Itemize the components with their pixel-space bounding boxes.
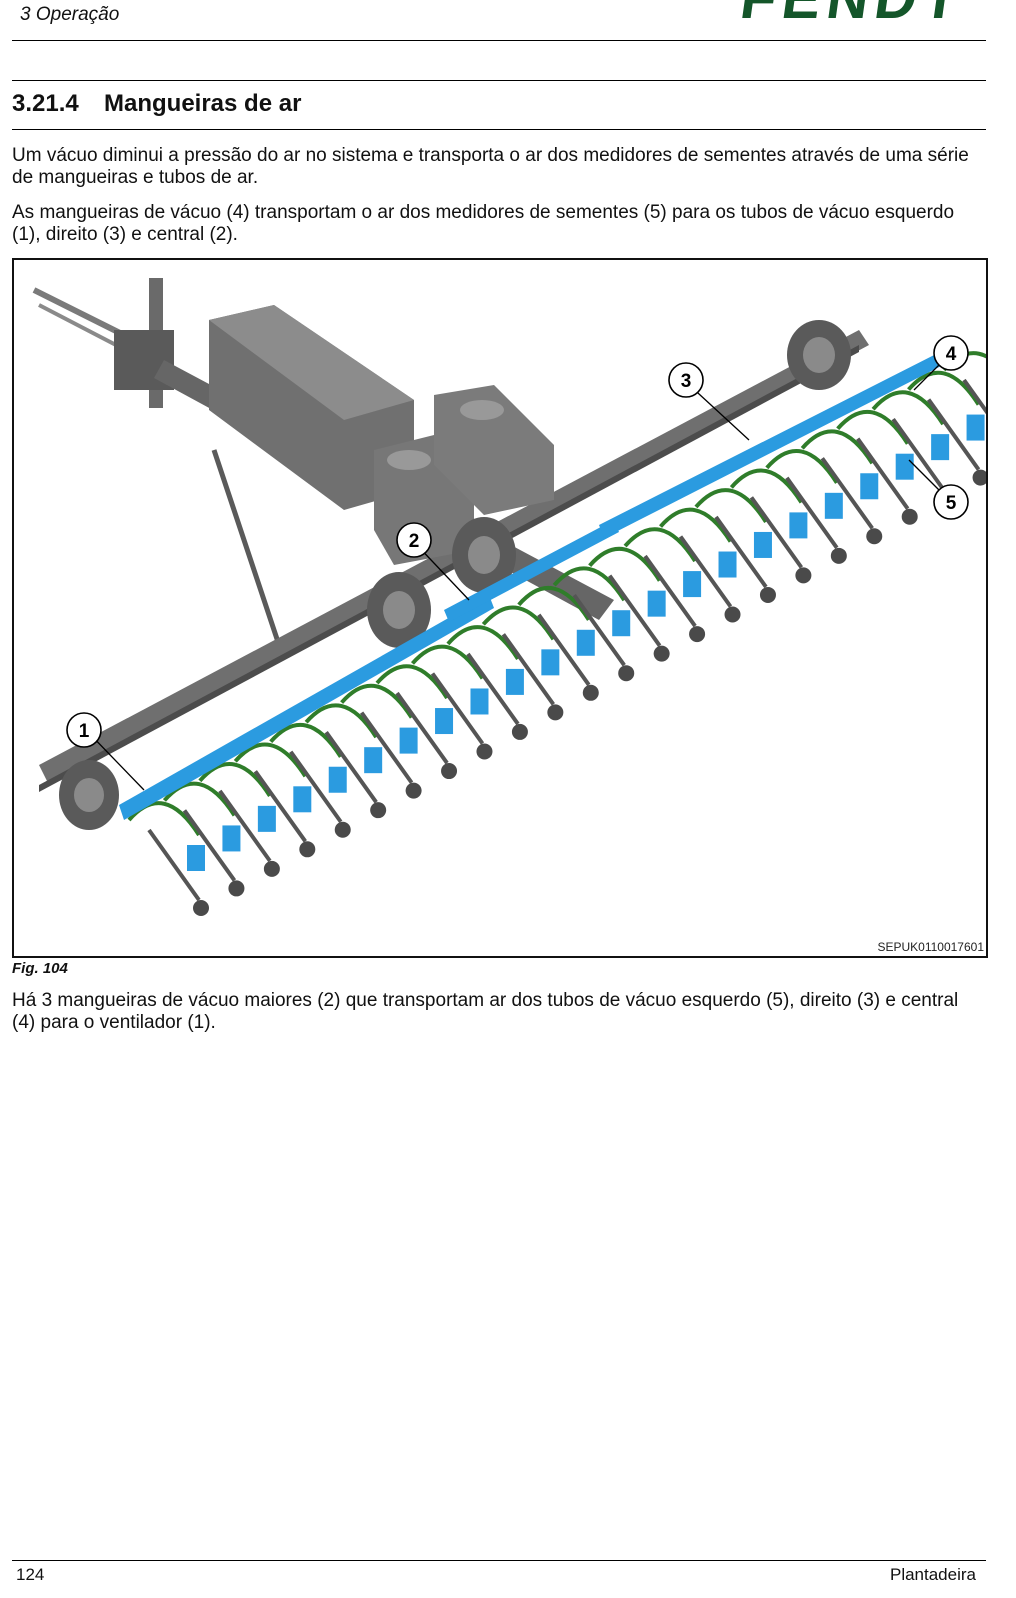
callout-3: 3 bbox=[668, 362, 704, 398]
vacuum-hose bbox=[552, 566, 626, 602]
vacuum-tubes bbox=[119, 350, 949, 820]
seed-meter bbox=[824, 492, 843, 519]
vacuum-hose bbox=[907, 370, 981, 406]
seed-meter bbox=[683, 571, 702, 598]
svg-text:2: 2 bbox=[409, 531, 420, 552]
vacuum-hose bbox=[871, 390, 945, 426]
seed-meter bbox=[895, 453, 914, 480]
row-unit bbox=[304, 703, 387, 819]
row-unit bbox=[446, 625, 528, 740]
row-unit bbox=[907, 370, 986, 486]
row-unit bbox=[623, 527, 706, 643]
figure-image-id: SEPUK0110017601 bbox=[877, 940, 984, 954]
row-unit bbox=[340, 683, 422, 799]
vacuum-hose bbox=[446, 625, 520, 660]
figure-planter-air-hoses: 1 2 3 4 5 SEPUK0110017601 bbox=[12, 258, 988, 958]
vacuum-hose bbox=[481, 605, 556, 641]
seed-meter bbox=[222, 825, 241, 852]
vacuum-hose bbox=[410, 644, 485, 680]
seed-meter bbox=[541, 649, 560, 676]
section-number: 3.21.4 bbox=[12, 90, 79, 117]
vacuum-hose bbox=[340, 683, 414, 719]
seed-meter bbox=[789, 512, 808, 539]
seed-meter bbox=[257, 805, 276, 832]
row-unit bbox=[517, 586, 599, 701]
row-unit bbox=[127, 801, 209, 916]
callout-2: 2 bbox=[396, 522, 432, 558]
vacuum-hose bbox=[375, 664, 449, 700]
row-unit bbox=[800, 429, 883, 545]
seed-meter bbox=[364, 747, 383, 774]
row-unit bbox=[375, 664, 458, 780]
row-unit bbox=[233, 742, 316, 858]
seed-meter bbox=[435, 708, 454, 735]
brand-logo: FENDT bbox=[741, 0, 964, 18]
row-unit bbox=[694, 488, 776, 603]
seed-meter bbox=[328, 766, 347, 793]
vacuum-hose bbox=[765, 449, 839, 484]
vacuum-hose bbox=[162, 781, 237, 817]
seed-meter bbox=[293, 786, 312, 813]
seed-meter bbox=[612, 610, 631, 637]
callout-5: 5 bbox=[933, 484, 969, 520]
vacuum-hose bbox=[800, 429, 874, 465]
callout-1: 1 bbox=[66, 712, 102, 748]
row-unit bbox=[552, 566, 635, 682]
row-unit bbox=[481, 605, 564, 721]
seed-meter bbox=[187, 845, 205, 871]
row-unit bbox=[836, 409, 918, 525]
row-unit bbox=[410, 644, 493, 760]
vacuum-hose bbox=[836, 409, 910, 445]
vacuum-hose bbox=[304, 703, 378, 739]
figure-caption: Fig. 104 bbox=[12, 960, 68, 977]
page-header: 3 Operação FENDT bbox=[12, 0, 986, 41]
vacuum-hose bbox=[588, 546, 662, 582]
section-heading: 3.21.4 Mangueiras de ar bbox=[12, 80, 986, 130]
seed-meter bbox=[931, 434, 950, 461]
row-unit bbox=[269, 723, 351, 838]
vacuum-hose bbox=[694, 488, 768, 524]
vacuum-hose bbox=[233, 742, 307, 778]
vacuum-hose bbox=[659, 507, 733, 543]
seed-meter bbox=[753, 531, 772, 558]
row-unit bbox=[162, 781, 245, 897]
page-footer: 124 Plantadeira bbox=[12, 1560, 986, 1598]
vacuum-hose bbox=[269, 723, 343, 758]
brand-logo-text: FENDT bbox=[741, 0, 964, 18]
seed-meter bbox=[860, 473, 879, 500]
seed-meter bbox=[966, 414, 985, 441]
seed-meter bbox=[647, 590, 666, 617]
seed-meter bbox=[505, 668, 524, 695]
callouts: 1 2 3 4 5 bbox=[66, 335, 969, 791]
chapter-label: 3 Operação bbox=[20, 4, 120, 25]
paragraph-vacuum-intro: Um vácuo diminui a pressão do ar no sist… bbox=[12, 145, 969, 188]
svg-text:5: 5 bbox=[946, 493, 957, 514]
section-title: Mangueiras de ar bbox=[104, 90, 302, 117]
vacuum-hose bbox=[729, 468, 804, 504]
svg-text:4: 4 bbox=[946, 344, 957, 365]
row-unit bbox=[588, 546, 670, 662]
paragraph-main-hoses: Há 3 mangueiras de vácuo maiores (2) que… bbox=[12, 990, 959, 1033]
seed-meter bbox=[399, 727, 418, 754]
svg-text:3: 3 bbox=[681, 371, 692, 392]
seed-meter bbox=[576, 629, 595, 656]
vacuum-hose bbox=[623, 527, 697, 563]
seed-meter bbox=[470, 688, 489, 715]
svg-text:1: 1 bbox=[79, 721, 90, 742]
vacuum-hose bbox=[517, 586, 591, 621]
row-unit bbox=[659, 507, 741, 623]
page-number: 124 bbox=[16, 1565, 45, 1584]
row-unit bbox=[198, 762, 280, 877]
callout-4: 4 bbox=[933, 335, 969, 371]
seed-meter bbox=[718, 551, 737, 578]
planter-illustration: 1 2 3 4 5 bbox=[32, 278, 986, 916]
footer-document-name: Plantadeira bbox=[889, 1565, 976, 1584]
row-unit bbox=[729, 468, 812, 584]
paragraph-vacuum-hoses: As mangueiras de vácuo (4) transportam o… bbox=[12, 202, 955, 245]
row-unit bbox=[765, 449, 847, 564]
vacuum-hose bbox=[198, 762, 272, 797]
